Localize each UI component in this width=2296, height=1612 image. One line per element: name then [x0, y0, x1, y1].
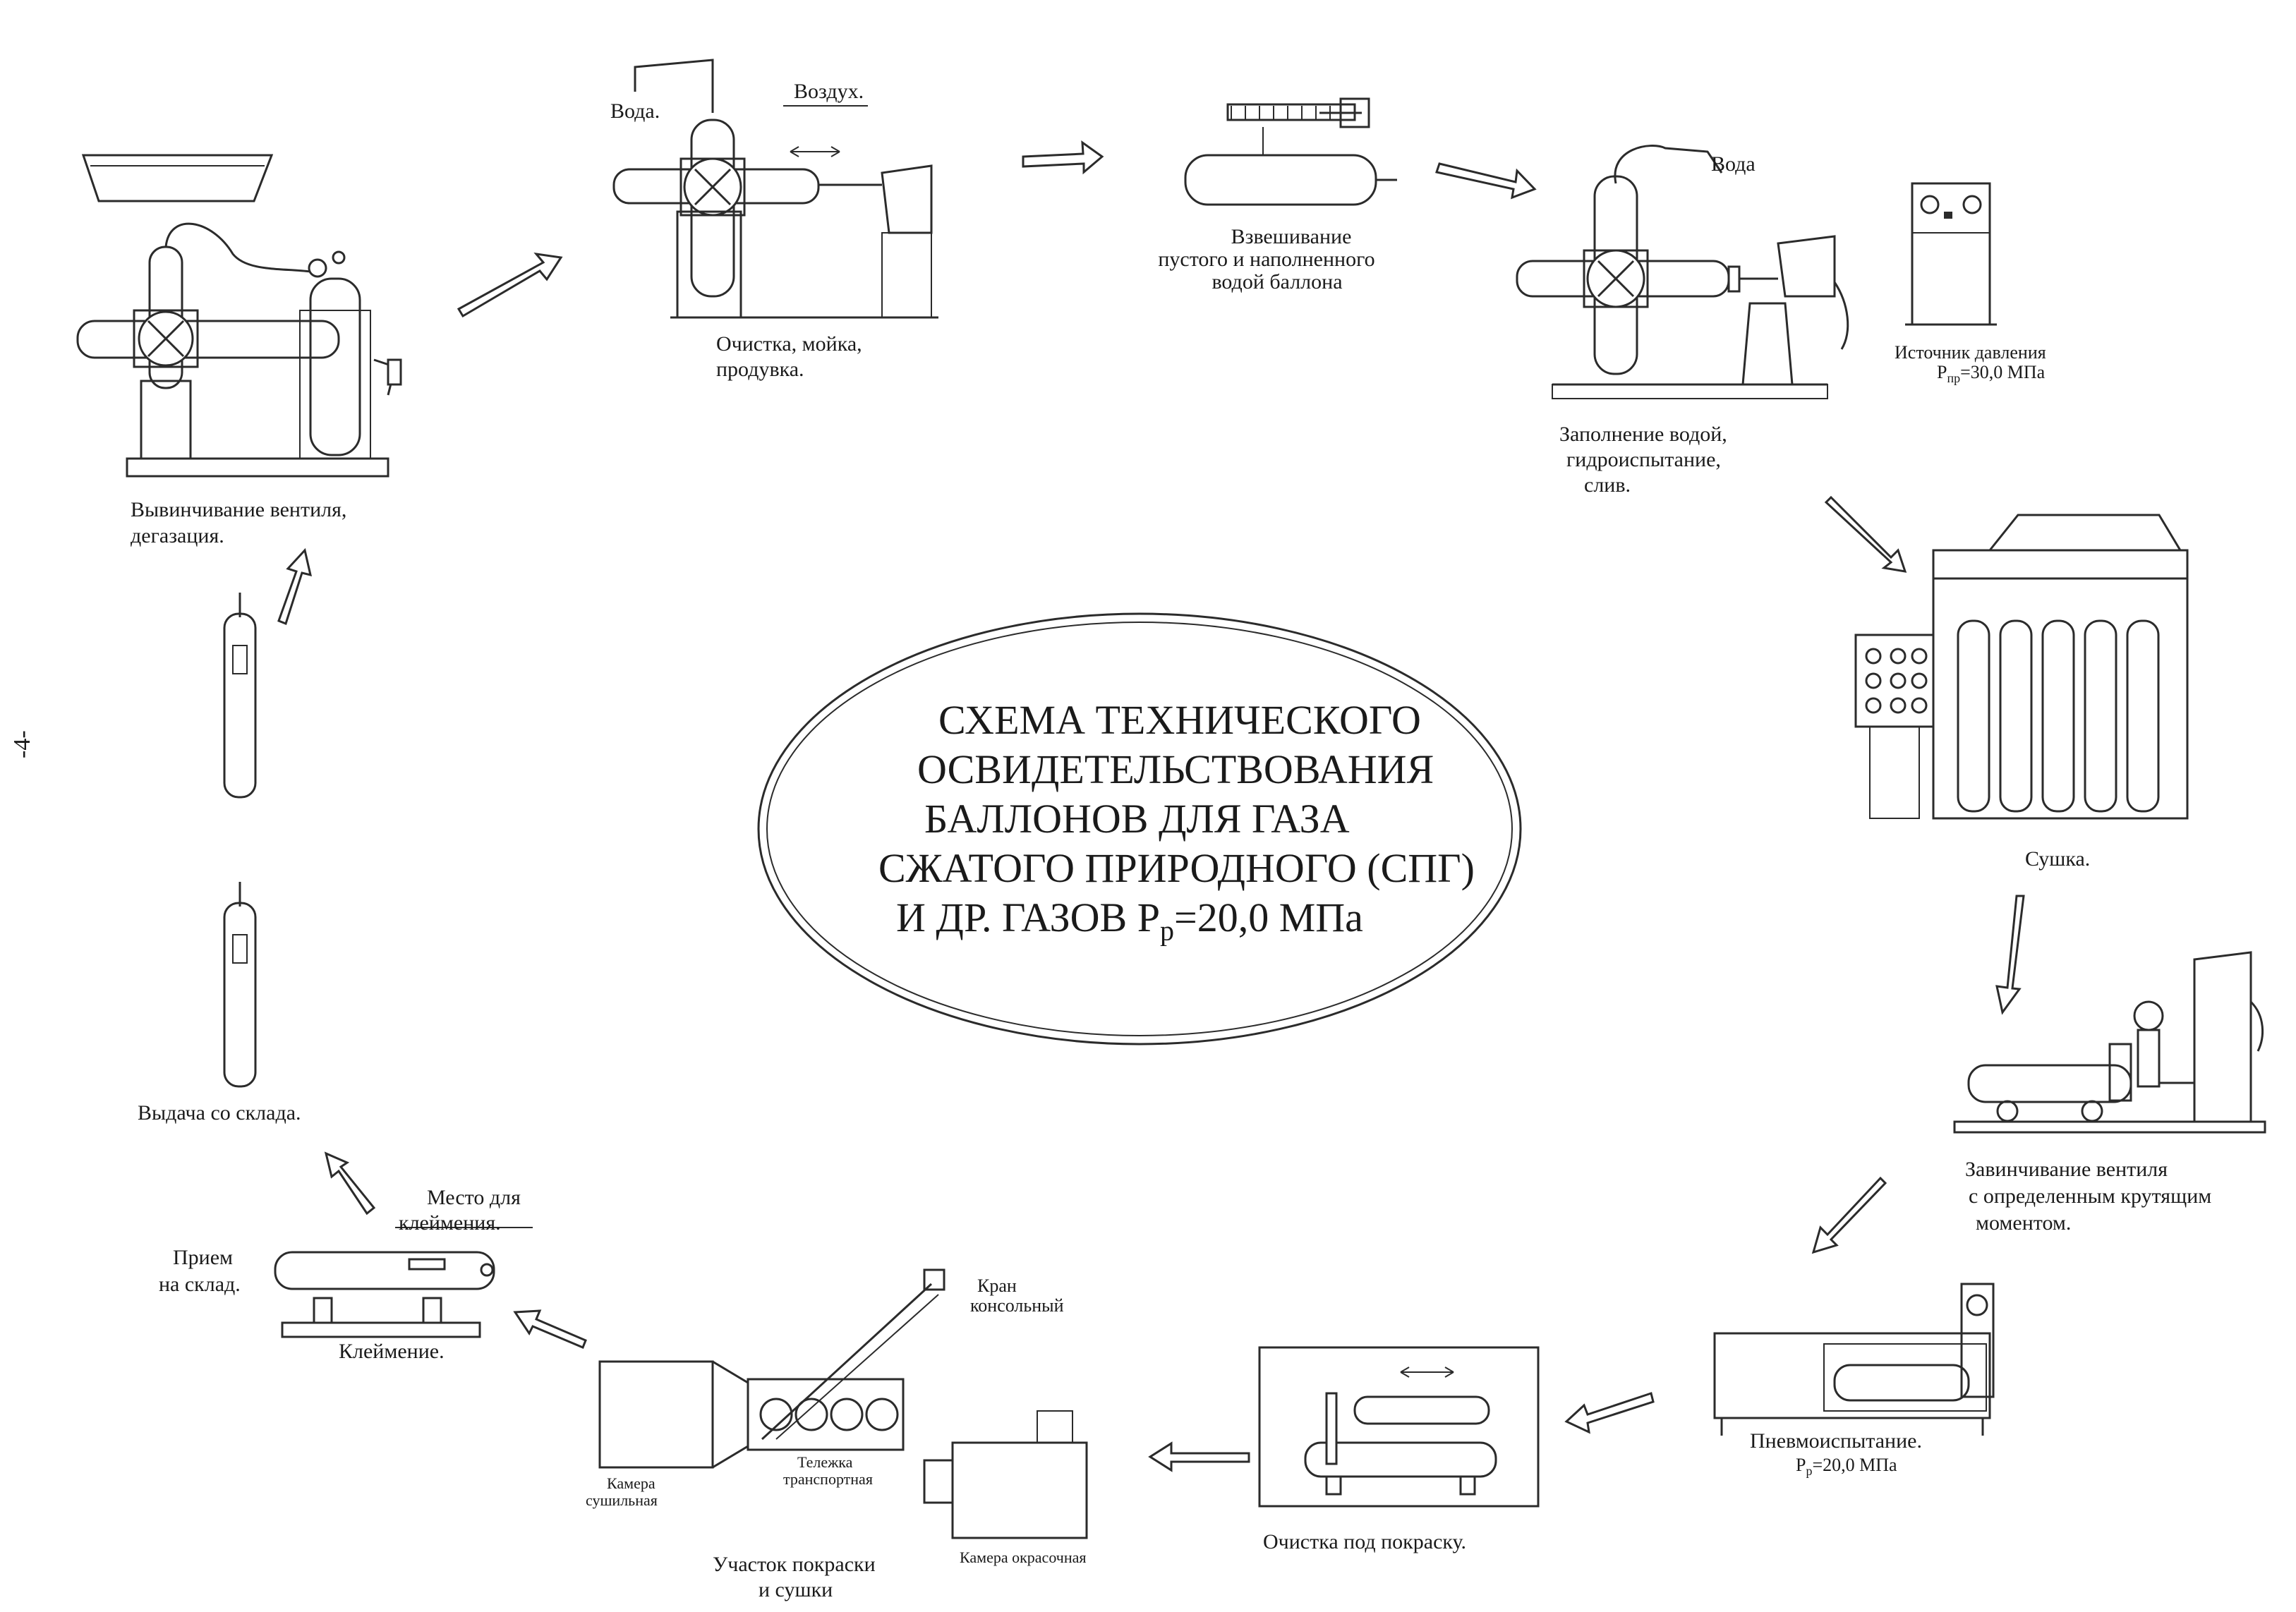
pressure-source-sub: пр	[1947, 371, 1961, 386]
paint-dry-chamber-label-2: сушильная	[586, 1491, 658, 1509]
title-line-4: СЖАТОГО ПРИРОДНОГО (СПГ)	[878, 845, 1475, 891]
title-line-2: ОСВИДЕТЕЛЬСТВОВАНИЯ	[917, 746, 1434, 792]
title-line-5-text: И ДР. ГАЗОВ Р	[896, 895, 1160, 940]
stamp-receive-label-2: на склад.	[159, 1273, 241, 1296]
hydro-label-2: гидроиспытание,	[1566, 448, 1721, 471]
pressure-source	[1905, 182, 1997, 326]
pressure-source-label-1: Источник давления	[1895, 342, 2046, 363]
title-line-1: СХЕМА ТЕХНИЧЕСКОГО	[938, 697, 1421, 743]
paint-chamber-label: Камера окрасочная	[960, 1549, 1087, 1566]
stamp-label: Клеймение.	[339, 1340, 445, 1363]
screw-label-2: с определенным крутящим	[1969, 1184, 2212, 1208]
hydro-station	[1516, 145, 1849, 399]
unscrew-label-2: дегазация.	[131, 524, 224, 547]
dry-station	[1854, 514, 2189, 820]
pneumo-label-1: Пневмоиспытание.	[1750, 1429, 1922, 1453]
title-line-5-tail: =20,0 МПа	[1174, 895, 1363, 940]
unscrew-label-1: Вывинчивание вентиля,	[131, 498, 347, 521]
dry-label: Сушка.	[2025, 847, 2091, 871]
clean-label-2: продувка.	[716, 358, 804, 381]
cylinder-upper	[223, 593, 257, 799]
pneumo-value: =20,0 МПа	[1812, 1455, 1897, 1475]
label-underlines	[395, 1227, 533, 1228]
clean-water-label: Вода.	[610, 99, 660, 123]
clean-air-label: Воздух.	[794, 80, 864, 103]
weigh-station	[1184, 97, 1397, 206]
screw-station	[1953, 951, 2266, 1134]
stamp-receive-label-1: Прием	[173, 1246, 234, 1269]
title-ellipse	[757, 612, 1522, 1046]
pneumo-label-2: Рр=20,0 МПа	[1796, 1455, 1897, 1481]
hydro-label-1: Заполнение водой,	[1559, 423, 1727, 446]
paint-dry-chamber-label-1: Камера	[607, 1474, 655, 1492]
paint-label-2: и сушки	[759, 1578, 833, 1601]
paint-crane-label-2: консольный	[970, 1295, 1064, 1316]
stamp-station	[274, 1251, 495, 1338]
unscrew-station	[76, 154, 402, 478]
screw-label-1: Завинчивание вентиля	[1965, 1158, 2168, 1181]
pressure-source-label-2: Рпр=30,0 МПа	[1937, 362, 2045, 389]
stamp-place-label-1: Место для	[427, 1186, 521, 1209]
clean-station	[612, 59, 938, 319]
pneumo-station	[1713, 1283, 1995, 1436]
page-mark: -4-	[9, 730, 35, 758]
title-line-5-sub: р	[1160, 914, 1174, 947]
weigh-label-1: Взвешивание	[1231, 225, 1352, 248]
title-line-3: БАЛЛОНОВ ДЛЯ ГАЗА	[924, 796, 1350, 842]
pneumo-p: Р	[1796, 1455, 1806, 1475]
pressure-source-p: Р	[1937, 362, 1947, 382]
paint-crane-label-1: Кран	[977, 1275, 1017, 1296]
paint-cart-label-2: транспортная	[783, 1470, 873, 1488]
paint-cart-label-1: Тележка	[797, 1453, 853, 1471]
pneumo-sub: р	[1806, 1464, 1813, 1479]
hydro-water-label: Вода	[1711, 152, 1756, 176]
prep-clean-label: Очистка под покраску.	[1263, 1530, 1467, 1553]
cylinder-lower	[223, 882, 257, 1088]
screw-label-3: моментом.	[1976, 1211, 2072, 1235]
title-line-5: И ДР. ГАЗОВ Рр=20,0 МПа	[896, 892, 1363, 957]
issue-label: Выдача со склада.	[138, 1101, 301, 1125]
flow-arrows	[277, 140, 2025, 1472]
weigh-label-2: пустого и наполненного	[1158, 248, 1375, 271]
pressure-source-value: =30,0 МПа	[1960, 362, 2046, 382]
clean-label-1: Очистка, мойка,	[716, 332, 862, 356]
stamp-place-label-2: клеймения.	[399, 1211, 501, 1235]
paint-label-1: Участок покраски	[713, 1553, 876, 1576]
weigh-label-3: водой баллона	[1212, 270, 1343, 293]
hydro-label-3: слив.	[1584, 473, 1631, 497]
paint-station	[598, 1268, 1088, 1539]
prep-clean-station	[1258, 1346, 1540, 1508]
